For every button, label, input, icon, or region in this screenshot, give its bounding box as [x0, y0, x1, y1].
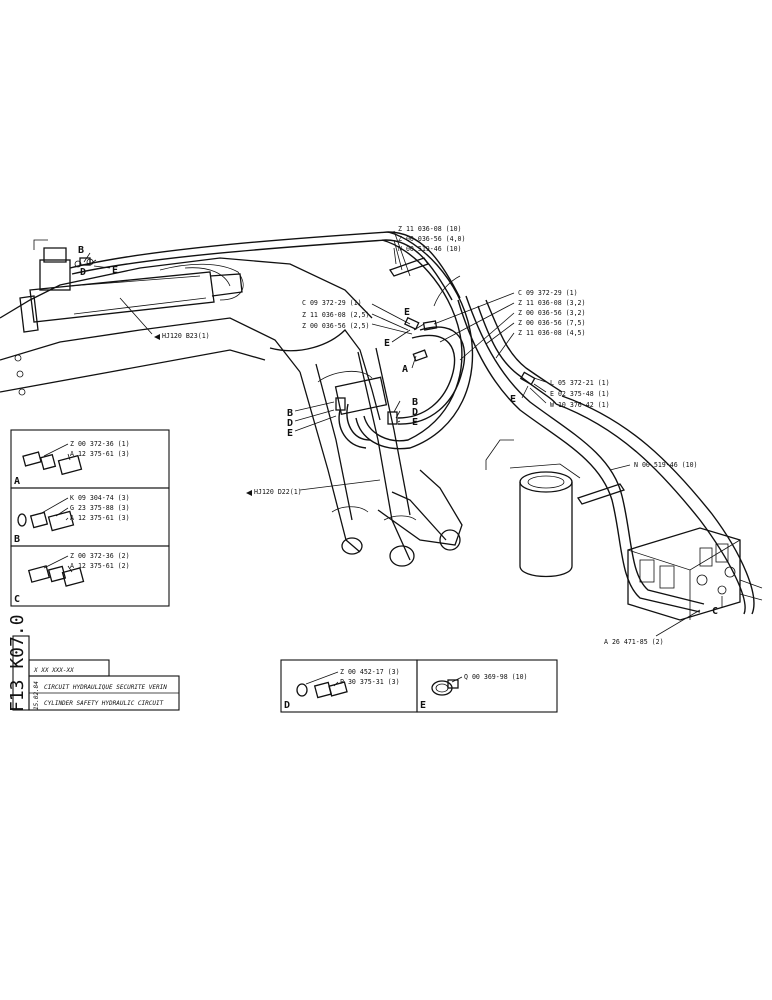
control-valve-block [627, 527, 763, 621]
detail-a-item-1: Z 00 372-36 (1) [70, 440, 130, 448]
hose-clamp-icon [431, 679, 459, 696]
label-c09-right: C 09 372-29 (1) [518, 289, 578, 297]
letter-d-arm: D [287, 418, 293, 429]
letter-e-top: E [404, 307, 410, 318]
detail-e-letter: E [420, 700, 426, 711]
detail-b-letter: B [14, 534, 20, 545]
arm-cylinders [269, 329, 463, 567]
hose-clip-strap [388, 257, 626, 505]
detail-a-fitting-icon [22, 451, 83, 476]
detail-d-fitting-icon [296, 681, 348, 699]
ref-number: X XX XXX-XX [33, 667, 74, 674]
fittings [79, 257, 536, 425]
label-z11-left: Z 11 036-08 (2,5) [302, 311, 370, 319]
detail-d-letter: D [284, 700, 290, 711]
detail-c-item-1: Z 00 372-36 (2) [70, 552, 130, 560]
filter-canister [485, 439, 581, 578]
drawing-code: F13 K07.0 [7, 614, 28, 712]
label-hj-b23: HJ120 B23(1) [162, 332, 210, 340]
letter-d-boom: D [80, 267, 86, 278]
label-z11-top: Z 11 036-08 (10) [398, 225, 462, 233]
label-z11-r2: Z 11 036-08 (4,5) [518, 329, 586, 337]
label-w10: W 10 376-42 (1) [550, 401, 610, 409]
label-n00-top: N 00 519-46 (10) [398, 245, 462, 253]
letter-e-center: E [384, 338, 390, 349]
letter-e-arm: E [287, 428, 293, 439]
detail-a-letter: A [14, 476, 20, 487]
detail-d-item-1: Z 00 452-17 (3) [340, 668, 400, 676]
leader-lines [83, 230, 723, 637]
label-z00-left: Z 00 036-56 (2,5) [302, 322, 370, 330]
title-en: CYLINDER SAFETY HYDRAULIC CIRCUIT [44, 700, 164, 707]
label-z00-r1: Z 00 036-56 (3,2) [518, 309, 586, 317]
boom-arm [0, 257, 373, 396]
detail-d-item-2: P 30 375-31 (3) [340, 678, 400, 686]
hoses [338, 231, 755, 615]
detail-box-e: E Q 00 369-98 (10) [416, 659, 558, 713]
label-n00-mid: N 00 519-46 (10) [634, 461, 698, 469]
letter-b-boom: B [78, 245, 84, 256]
detail-box-c: C Z 00 372-36 (2) A 12 375-61 (2) [10, 545, 170, 607]
label-z00-top: Z 00 036-56 (4,0) [398, 235, 466, 243]
letter-b-right: B [412, 397, 418, 408]
detail-e-item-1: Q 00 369-98 (10) [464, 673, 528, 681]
letter-b-arm: B [287, 408, 293, 419]
label-a26: A 26 471-85 (2) [604, 638, 664, 646]
detail-box-a: A Z 00 372-36 (1) A 12 375-61 (3) [10, 429, 170, 489]
title-fr: CIRCUIT HYDRAULIQUE SECURITE VERIN [44, 684, 167, 691]
detail-box-b: B K 09 304-74 (3) G 23 375-88 (3) A 12 3… [10, 487, 170, 547]
title-block: F13 K07.0 X XX XXX-XX 15.02.84 CIRCUIT H… [7, 614, 180, 712]
part-labels: Z 11 036-08 (10) Z 00 036-56 (4,0) N 00 … [162, 225, 698, 646]
connection-letters: B D E E E A B D E B D E E C [78, 245, 718, 617]
letter-a-center: A [402, 364, 408, 375]
detail-b-fitting-icon [17, 510, 75, 532]
reference-arrows [154, 334, 252, 496]
label-hj-d22: HJ120 D22(1) [254, 488, 302, 496]
label-l05: L 05 372-21 (1) [550, 379, 610, 387]
detail-c-fitting-icon [27, 565, 85, 587]
detail-b-item-1: K 09 304-74 (3) [70, 494, 130, 502]
label-e02: E 02 375-48 (1) [550, 390, 610, 398]
label-z11-r1: Z 11 036-08 (3,2) [518, 299, 586, 307]
drawing-date: 15.02.84 [33, 681, 40, 710]
detail-box-d: D Z 00 452-17 (3) P 30 375-31 (3) [280, 659, 418, 713]
detail-a-item-2: A 12 375-61 (3) [70, 450, 130, 458]
letter-c-valve: C [712, 606, 718, 617]
detail-c-letter: C [14, 594, 20, 605]
detail-b-item-3: A 12 375-61 (3) [70, 514, 130, 522]
letter-e-right: E [412, 417, 418, 428]
label-z00-r2: Z 00 036-56 (7,5) [518, 319, 586, 327]
letter-d-right: D [412, 407, 418, 418]
detail-b-item-2: G 23 375-88 (3) [70, 504, 130, 512]
letter-e-valve: E [510, 394, 516, 405]
label-c09-left: C 09 372-29 (1) [302, 299, 362, 307]
detail-c-item-2: A 12 375-61 (2) [70, 562, 130, 570]
letter-e-boom: E [112, 265, 118, 276]
boom-cylinder [19, 231, 461, 333]
